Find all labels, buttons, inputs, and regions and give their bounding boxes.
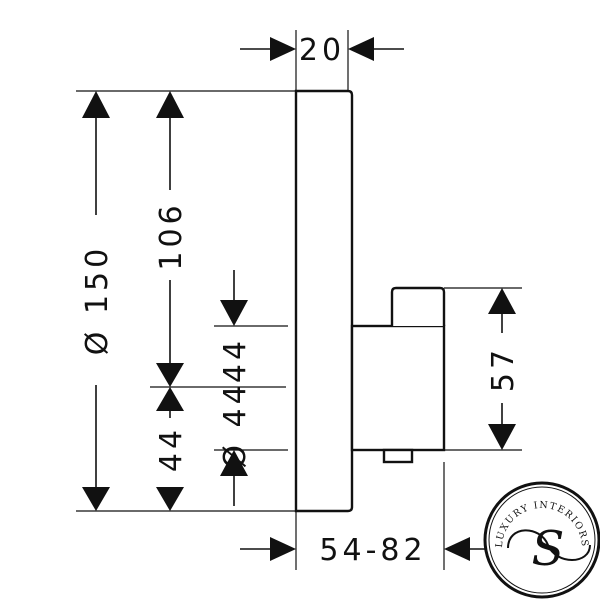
- dimension-projection-range: 54-82: [240, 533, 492, 568]
- arrow-left-icon: [348, 37, 374, 61]
- dimension-center-offset-lower: 44: [154, 387, 189, 511]
- arrow-down-icon: [220, 300, 248, 326]
- arrow-right-icon: [270, 37, 296, 61]
- arrow-left-icon: [444, 537, 470, 561]
- arrow-up-icon: [156, 387, 184, 411]
- upper-height-label: 106: [154, 201, 189, 270]
- arrow-down-icon: [156, 363, 184, 387]
- arrow-up-icon: [82, 91, 110, 118]
- arrow-up-icon: [156, 91, 184, 118]
- projection-range-label: 54-82: [319, 533, 426, 568]
- plate-diameter-label: Ø 150: [80, 245, 115, 355]
- arrow-up-icon: [220, 450, 248, 476]
- dimension-plate-diameter: Ø 150: [80, 91, 115, 511]
- arrow-down-icon: [82, 487, 110, 511]
- center-offset-upper-label: 44: [218, 337, 253, 383]
- arrow-right-icon: [270, 537, 296, 561]
- cover-plate: [294, 89, 354, 513]
- dimension-top-depth: 20: [240, 33, 404, 68]
- logo-monogram: S: [532, 521, 565, 577]
- top-connector: [390, 286, 446, 326]
- arrow-up-icon: [488, 288, 516, 314]
- brand-logo: LUXURY INTERIORS S: [483, 481, 600, 599]
- arrow-down-icon: [488, 424, 516, 450]
- bottom-stub: [382, 448, 414, 464]
- top-depth-label: 20: [299, 33, 345, 68]
- logo-swash-icon: [507, 529, 591, 561]
- body-height-label: 57: [486, 346, 521, 392]
- dimension-body-height: 57: [486, 288, 521, 450]
- extension-lines: [76, 30, 522, 570]
- product-outline: [294, 89, 446, 513]
- dimension-upper-height: 106: [154, 91, 189, 387]
- arrow-down-icon: [156, 487, 184, 511]
- center-offset-lower-label: 44: [154, 426, 189, 472]
- dimension-body-diameter: 44 Ø 44: [218, 270, 253, 506]
- valve-body: [350, 324, 446, 452]
